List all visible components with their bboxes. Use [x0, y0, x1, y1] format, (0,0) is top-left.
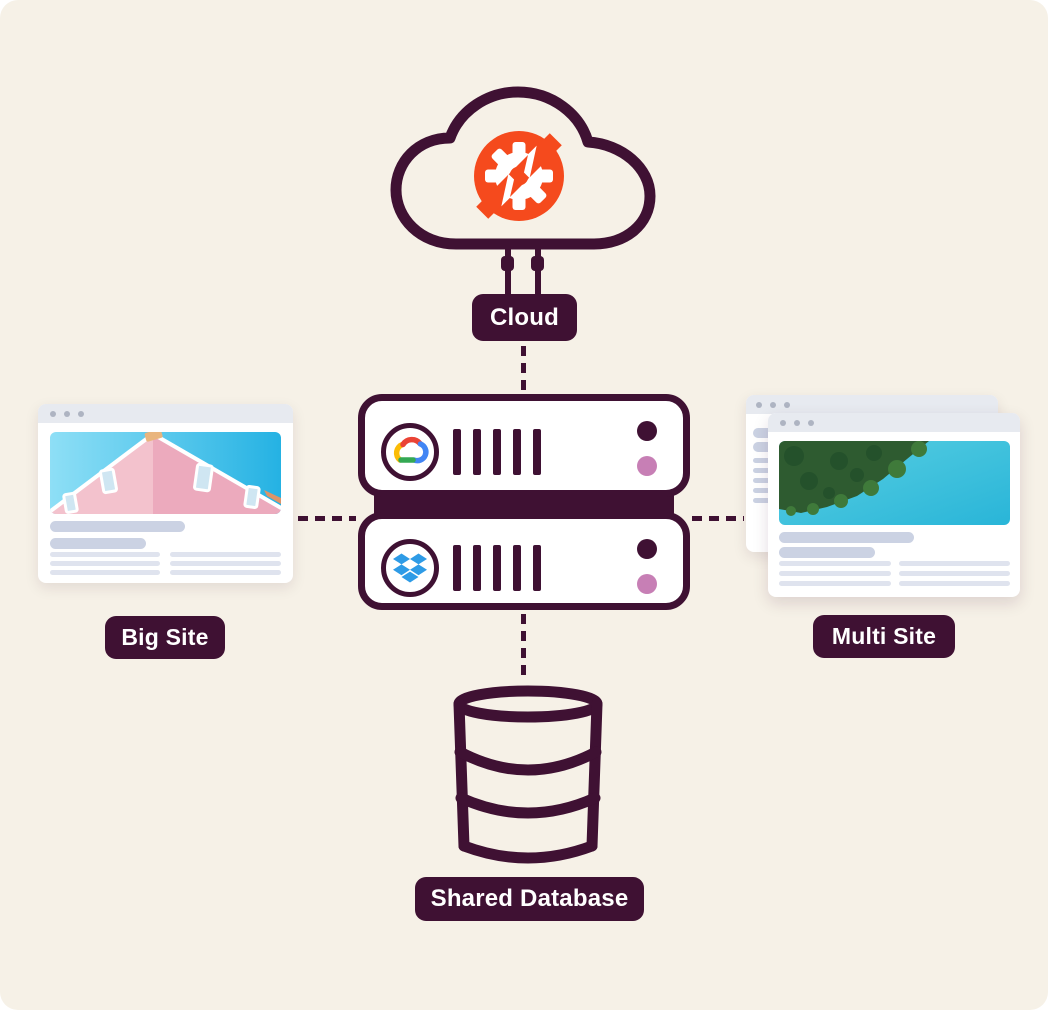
window-dot-icon	[794, 419, 800, 426]
window-dot-icon	[64, 410, 70, 417]
multi-site-front-window	[768, 413, 1020, 597]
text-line	[170, 561, 281, 566]
text-line	[50, 561, 160, 566]
server-slot	[473, 545, 481, 591]
text-line	[779, 581, 891, 586]
server-led-dark	[637, 539, 657, 559]
text-line	[753, 478, 777, 483]
window-dot-icon	[784, 401, 790, 408]
text-placeholder	[753, 428, 777, 438]
text-line	[899, 581, 1010, 586]
window-dot-icon	[78, 410, 84, 417]
text-placeholder	[50, 521, 185, 532]
window-dot-icon	[50, 410, 56, 417]
database-cylinder-icon	[453, 685, 603, 864]
multi-site-label-badge: Multi Site	[813, 615, 955, 658]
server-unit-top	[358, 394, 690, 497]
multi-site-front-titlebar	[768, 413, 1020, 432]
cloud-outline-icon	[390, 86, 656, 250]
server-slot	[493, 429, 501, 475]
server-slot	[533, 545, 541, 591]
text-line	[899, 571, 1010, 576]
server-slot	[533, 429, 541, 475]
server-slot	[453, 545, 461, 591]
server-slot	[493, 545, 501, 591]
server-led-dark	[637, 421, 657, 441]
text-line	[899, 561, 1010, 566]
multi-site-label: Multi Site	[831, 623, 937, 649]
text-line	[170, 570, 281, 575]
window-dot-icon	[808, 419, 814, 426]
server-slot	[473, 429, 481, 475]
big-site-hero-image	[50, 432, 281, 514]
text-placeholder	[779, 547, 875, 558]
connector-bigsite-to-server	[298, 516, 356, 521]
big-site-label: Big Site	[121, 624, 209, 650]
window-dot-icon	[770, 401, 776, 408]
connector-server-to-multisite	[692, 516, 744, 521]
server-slot	[513, 545, 521, 591]
cloud-prong-plug-right	[531, 256, 544, 271]
text-line	[753, 468, 777, 473]
server-bottom-logo-circle	[381, 539, 439, 597]
shared-database-label-badge: Shared Database	[415, 877, 644, 921]
shared-database-label: Shared Database	[430, 885, 629, 912]
server-slot	[513, 429, 521, 475]
big-site-titlebar	[38, 404, 293, 423]
server-led-pink	[637, 456, 657, 476]
text-placeholder	[50, 538, 146, 549]
cloud-label: Cloud	[490, 303, 559, 331]
multi-site-hero-image	[779, 441, 1010, 525]
big-site-label-badge: Big Site	[105, 616, 225, 659]
server-top-logo-circle	[381, 423, 439, 481]
text-placeholder	[779, 532, 914, 543]
window-dot-icon	[756, 401, 762, 408]
connector-cloud-to-server	[521, 346, 526, 392]
google-cloud-icon	[393, 436, 429, 464]
server-led-pink	[637, 574, 657, 594]
big-site-window	[38, 404, 293, 583]
server-slot	[453, 429, 461, 475]
server-unit-bottom	[358, 512, 690, 610]
text-line	[753, 458, 777, 463]
text-line	[779, 571, 891, 576]
cloud-label-badge: Cloud	[472, 294, 577, 341]
window-dot-icon	[780, 419, 786, 426]
dropbox-icon	[393, 553, 427, 583]
text-line	[753, 488, 777, 493]
text-line	[779, 561, 891, 566]
gear-slash-logo-icon	[474, 131, 564, 221]
text-placeholder	[753, 442, 777, 452]
text-line	[50, 552, 160, 557]
text-line	[170, 552, 281, 557]
cloud-prong-plug-left	[501, 256, 514, 271]
text-line	[753, 498, 777, 503]
connector-server-to-database	[521, 614, 526, 682]
text-line	[50, 570, 160, 575]
multi-site-back-titlebar	[746, 395, 998, 414]
